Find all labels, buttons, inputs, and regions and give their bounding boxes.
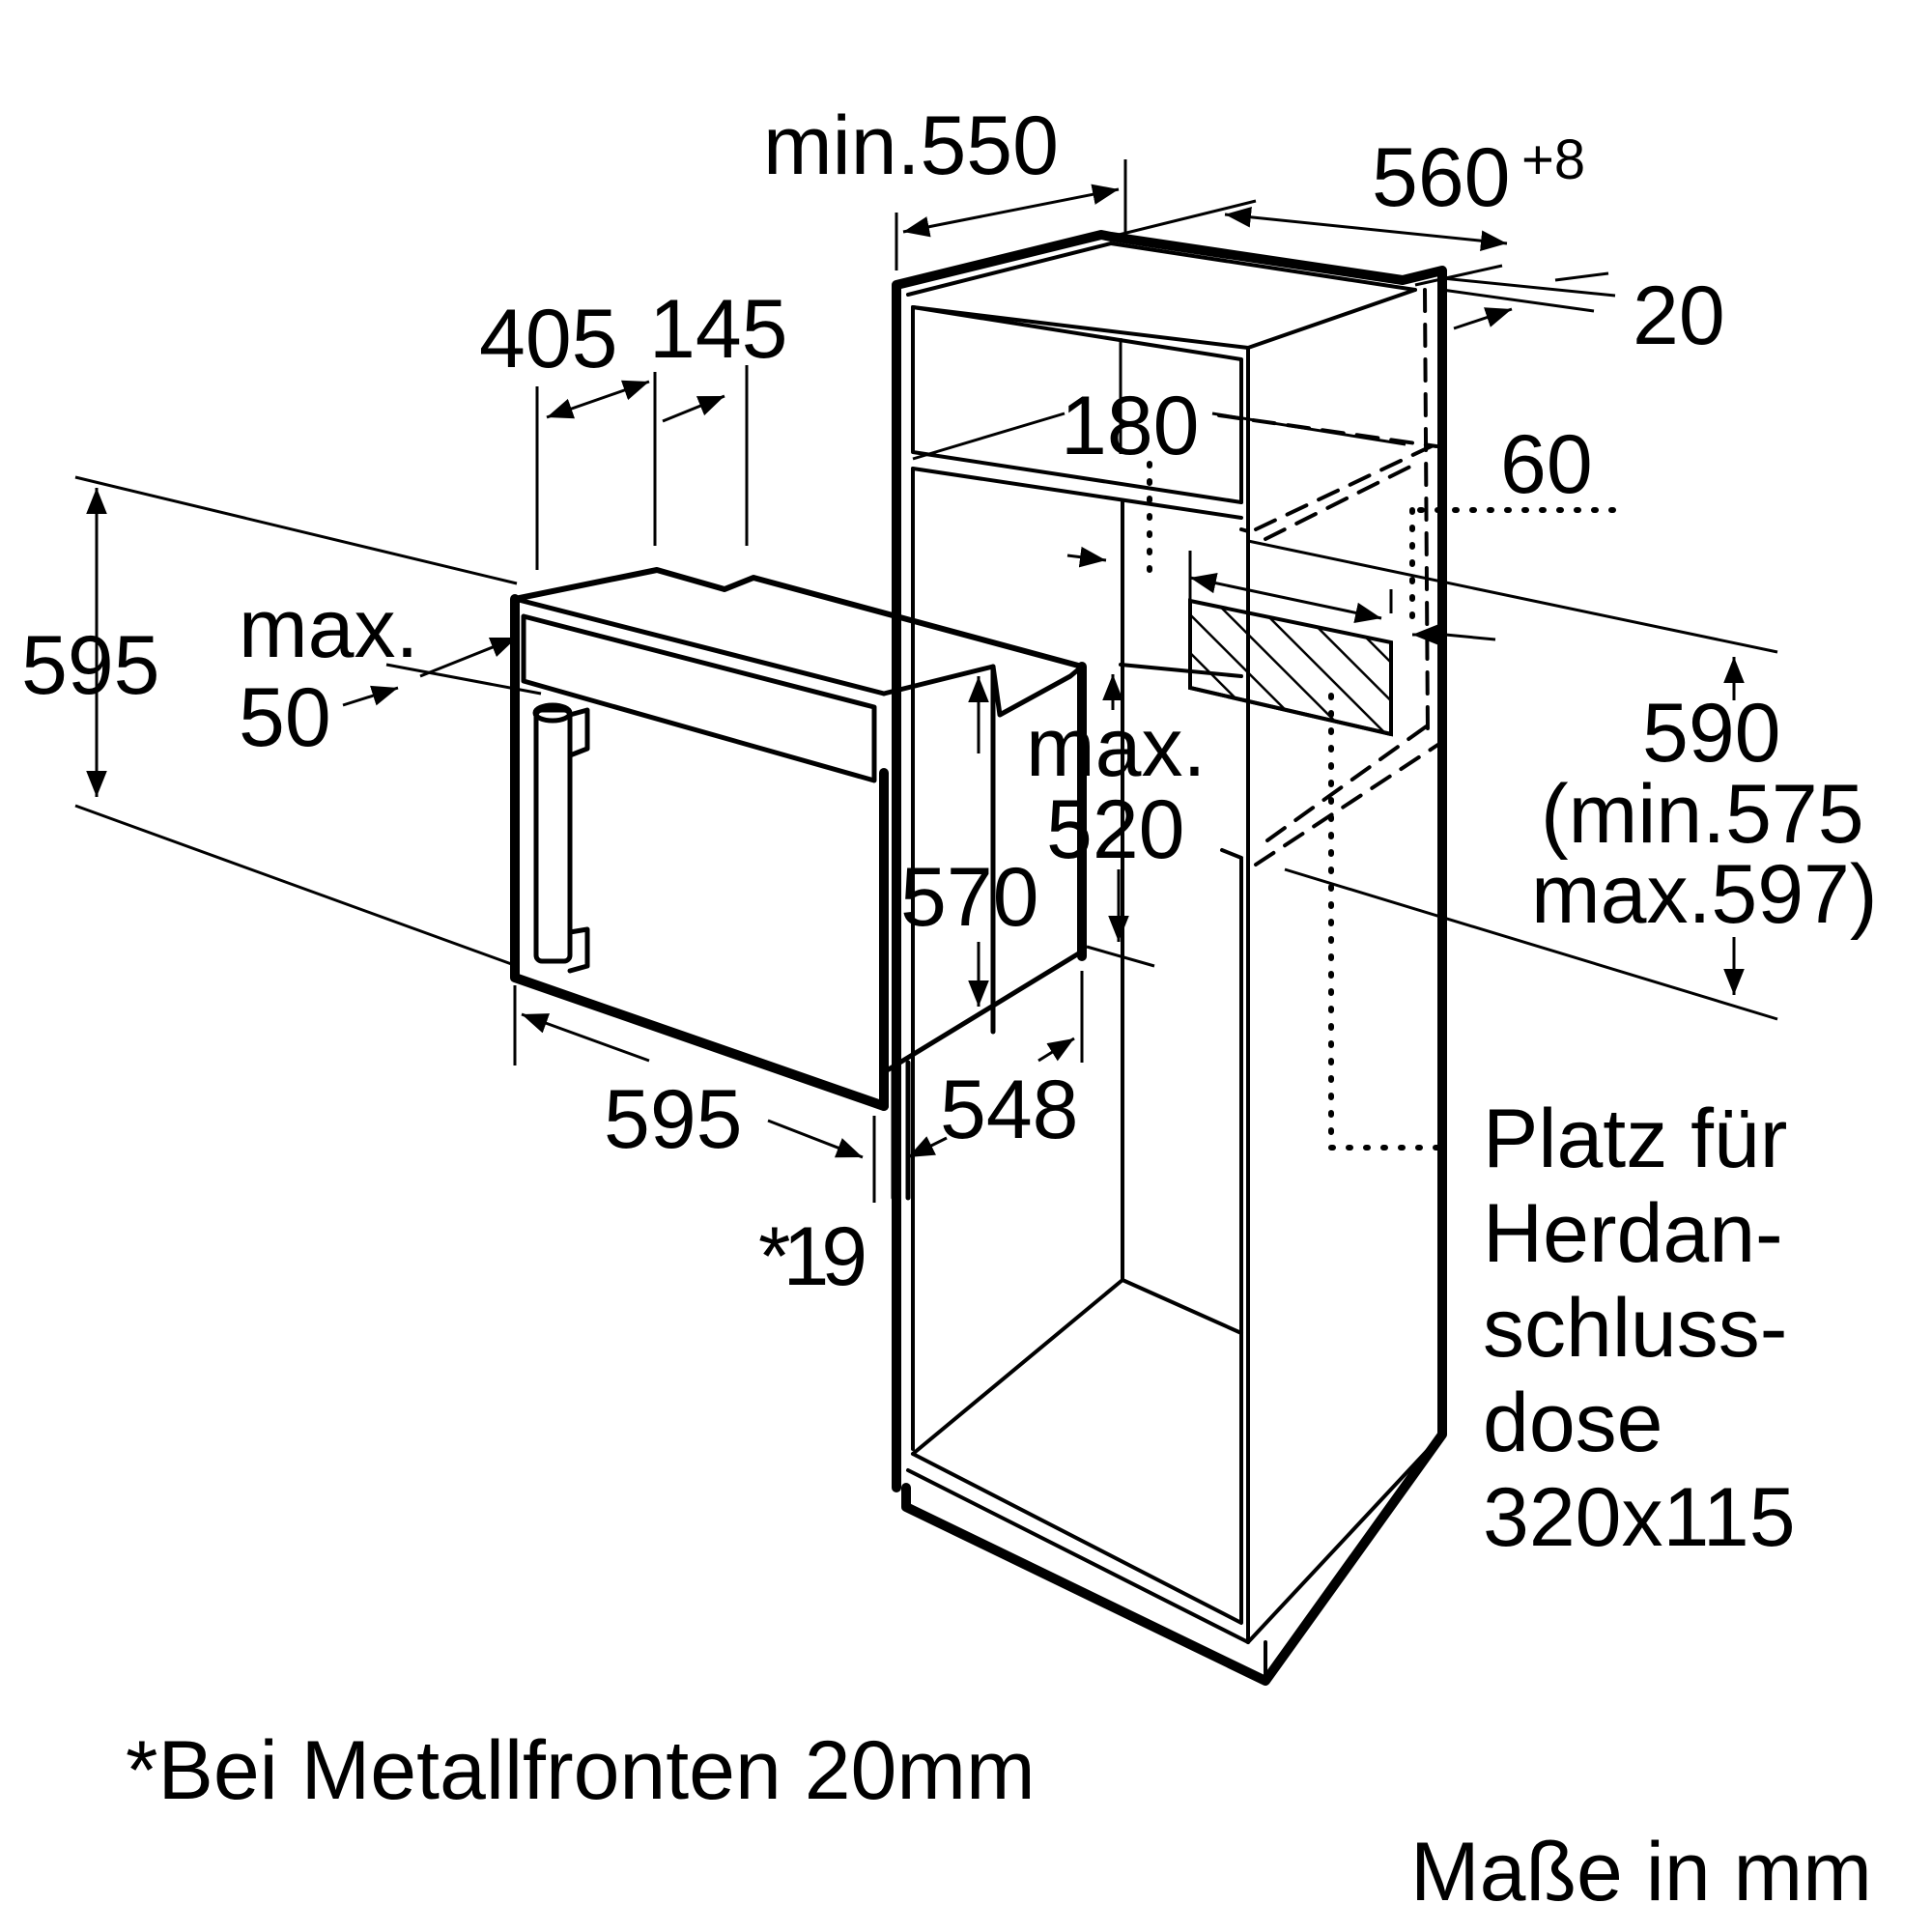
dim-180: 180 (1061, 380, 1200, 472)
socket-note-line-2: Herdan- (1483, 1187, 1783, 1280)
dim-max597: max.597) (1531, 848, 1878, 941)
dim-560: 560 (1372, 131, 1511, 224)
dim-20: 20 (1633, 270, 1725, 362)
dim-405: 405 (479, 293, 618, 385)
dim-590: 590 (1642, 687, 1781, 780)
footnote: *Bei Metallfronten 20mm (126, 1724, 1036, 1817)
units-note: Maße in mm (1410, 1826, 1872, 1918)
oven (510, 567, 1087, 1201)
dim-145: 145 (649, 283, 788, 376)
dim-50: 50 (239, 671, 331, 764)
dim-595-height: 595 (21, 619, 160, 712)
dim-max-label: max. (239, 582, 418, 675)
socket-note: Platz für Herdan- schluss- dose 320x115 (1483, 1092, 1796, 1565)
dim-60: 60 (1500, 418, 1593, 511)
dim-560-tolerance: +8 (1521, 128, 1585, 191)
dim-570: 570 (900, 851, 1039, 944)
dim-520: 520 (1046, 783, 1185, 876)
dimension-lines (74, 159, 1778, 1203)
dim-min575: (min.575 (1541, 768, 1864, 861)
cable-route (1147, 461, 1616, 1151)
socket-note-line-4: dose (1483, 1377, 1663, 1469)
socket-note-line-1: Platz für (1483, 1093, 1788, 1185)
dim-595-width: 595 (604, 1073, 743, 1166)
socket-note-line-3: schluss- (1483, 1282, 1788, 1375)
dim-min550: min.550 (763, 99, 1059, 192)
cabinet (892, 230, 1447, 1686)
socket-box (1188, 598, 1393, 737)
dim-548: 548 (940, 1064, 1079, 1156)
dim-max-label-2: max. (1026, 701, 1206, 794)
socket-note-line-5: 320x115 (1483, 1471, 1796, 1564)
dim-19-note: *19 (758, 1210, 864, 1303)
